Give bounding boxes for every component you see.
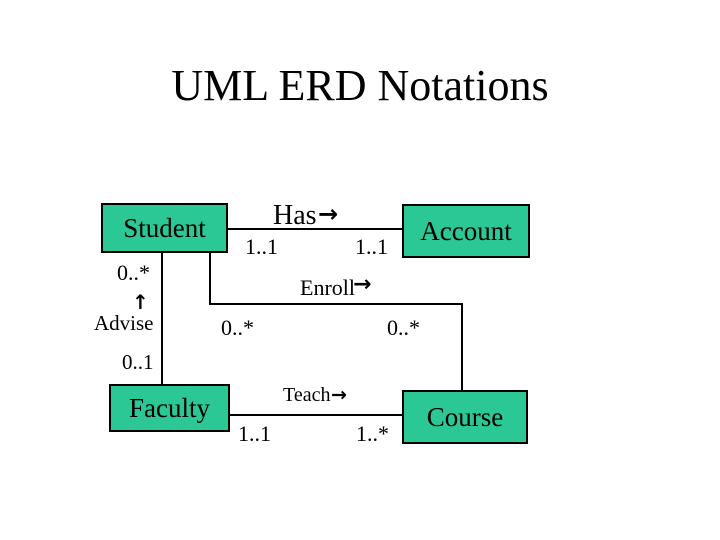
teach-relationship-label: Teach [283, 384, 331, 406]
entity-course: Course [402, 390, 528, 444]
advise-target-multiplicity: 0..* [117, 260, 150, 285]
enroll-connector-segment-into-course [461, 303, 463, 390]
entity-faculty: Faculty [109, 384, 230, 432]
has-relationship-label: Has [273, 200, 317, 231]
entity-student-label: Student [123, 212, 206, 243]
teach-target-multiplicity: 1..* [356, 421, 389, 446]
teach-connector-line [230, 414, 402, 416]
arrow-up-icon: ↑ [132, 290, 149, 314]
arrow-right-icon: → [331, 384, 347, 406]
entity-faculty-label: Faculty [129, 392, 210, 423]
entity-account-label: Account [420, 215, 512, 246]
has-source-multiplicity: 1..1 [245, 234, 278, 259]
slide-title: UML ERD Notations [171, 61, 549, 110]
advise-connector-line [161, 253, 163, 384]
enroll-target-multiplicity: 0..* [387, 315, 420, 340]
has-target-multiplicity: 1..1 [355, 234, 388, 259]
arrow-right-icon: → [353, 272, 372, 297]
enroll-connector-segment-down [209, 253, 211, 305]
advise-source-multiplicity: 0..1 [122, 350, 154, 374]
has-connector-line [228, 228, 402, 230]
entity-course-label: Course [426, 401, 504, 432]
teach-source-multiplicity: 1..1 [238, 421, 271, 446]
entity-account: Account [402, 204, 530, 258]
enroll-source-multiplicity: 0..* [221, 315, 254, 340]
arrow-right-icon: → [318, 200, 339, 228]
advise-relationship-label: Advise [94, 311, 154, 335]
entity-student: Student [101, 203, 228, 253]
enroll-relationship-label: Enroll [300, 275, 355, 300]
enroll-connector-segment-across [209, 303, 463, 305]
